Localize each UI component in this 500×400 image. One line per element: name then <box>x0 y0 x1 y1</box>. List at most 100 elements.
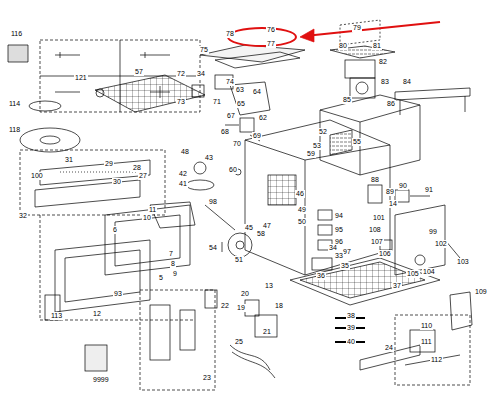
callout-number: 110 <box>420 322 433 330</box>
callout-number: 20 <box>240 290 250 298</box>
callout-number: 114 <box>8 100 21 108</box>
callout-number: 50 <box>297 218 307 226</box>
callout-number: 45 <box>244 224 254 232</box>
callout-number: 73 <box>176 98 186 106</box>
callout-number: 55 <box>352 138 362 146</box>
callout-number: 90 <box>398 182 408 190</box>
callout-number: 33 <box>334 252 344 260</box>
callout-number: 41 <box>178 180 188 188</box>
callout-number: 85 <box>342 96 352 104</box>
callout-number: 21 <box>262 328 272 336</box>
callout-number: 68 <box>220 128 230 136</box>
callout-number: 9 <box>172 270 178 278</box>
callout-number: 113 <box>50 312 63 320</box>
callout-number: 7 <box>168 250 174 258</box>
callout-number: 118 <box>8 126 21 134</box>
callout-number: 102 <box>434 240 448 248</box>
callout-number: 48 <box>180 148 190 156</box>
callout-number: 52 <box>318 128 328 136</box>
callout-number: 112 <box>430 356 443 364</box>
callout-number: 36 <box>316 272 326 280</box>
callout-number: 76 <box>266 26 276 34</box>
callout-number: 65 <box>236 100 246 108</box>
callout-number: 49 <box>297 206 307 214</box>
callout-number: 9999 <box>92 376 110 384</box>
callout-number: 72 <box>176 70 186 78</box>
callout-number: 80 <box>338 42 348 50</box>
callout-number: 46 <box>295 190 305 198</box>
callout-number: 29 <box>104 160 114 168</box>
callout-number: 11 <box>148 206 157 214</box>
callout-number: 59 <box>306 150 316 158</box>
callout-number: 83 <box>380 78 390 86</box>
callout-number: 53 <box>312 142 322 150</box>
callout-number: 74 <box>225 78 235 86</box>
callout-number: 105 <box>406 270 420 278</box>
callout-number: 100 <box>30 172 44 180</box>
callout-number: 121 <box>74 74 88 82</box>
callout-number: 54 <box>208 244 218 252</box>
callout-number: 62 <box>258 114 268 122</box>
callout-number: 51 <box>234 256 244 264</box>
callout-number: 109 <box>474 288 488 296</box>
callout-number: 37 <box>392 282 402 290</box>
callout-number: 86 <box>386 100 396 108</box>
callout-number: 106 <box>378 250 392 258</box>
callout-number: 22 <box>220 302 230 310</box>
callout-number: 14 <box>388 200 398 208</box>
callout-number: 60 <box>228 166 238 174</box>
callout-number: 108 <box>368 226 382 234</box>
callout-number: 88 <box>370 176 380 184</box>
callout-number: 79 <box>352 24 362 32</box>
callout-number: 39 <box>346 324 356 332</box>
callout-number: 89 <box>385 188 395 196</box>
callout-number: 34 <box>196 70 206 78</box>
callout-number: 77 <box>266 40 276 48</box>
callout-number: 43 <box>204 154 214 162</box>
callout-number: 19 <box>236 304 246 312</box>
callout-number: 10 <box>142 214 152 222</box>
callout-number: 81 <box>372 42 382 50</box>
callout-number: 13 <box>264 282 274 290</box>
callout-number: 57 <box>134 68 144 76</box>
callout-number: 18 <box>274 302 284 310</box>
callout-number: 47 <box>262 222 272 230</box>
callout-number: 101 <box>372 214 386 222</box>
callout-number: 75 <box>199 46 209 54</box>
callout-number: 111 <box>420 338 433 346</box>
callout-number: 34 <box>328 244 338 252</box>
callout-number: 95 <box>334 226 344 234</box>
callout-number: 28 <box>132 164 142 172</box>
callout-number: 25 <box>234 338 244 346</box>
callout-number: 32 <box>18 212 28 220</box>
callout-number: 24 <box>384 344 394 352</box>
callout-number: 12 <box>92 310 102 318</box>
callout-number: 107 <box>370 238 384 246</box>
callout-number: 82 <box>378 58 388 66</box>
callout-number: 71 <box>212 98 222 106</box>
callout-number: 8 <box>170 260 176 268</box>
callout-number: 23 <box>202 374 212 382</box>
callout-number: 35 <box>340 262 350 270</box>
callout-number: 93 <box>113 290 123 298</box>
callout-number: 5 <box>158 274 164 282</box>
callout-number: 84 <box>402 78 412 86</box>
callout-number: 99 <box>428 228 438 236</box>
callout-number: 103 <box>456 258 470 266</box>
callout-number: 78 <box>225 30 235 38</box>
callout-number: 27 <box>138 172 148 180</box>
callout-number: 98 <box>208 198 218 206</box>
callout-number: 64 <box>252 88 262 96</box>
callout-number: 70 <box>232 140 242 148</box>
callout-number: 67 <box>226 112 236 120</box>
callout-number: 42 <box>178 170 188 178</box>
callout-number: 69 <box>252 132 262 140</box>
callout-number: 63 <box>235 86 245 94</box>
callout-number: 38 <box>346 312 356 320</box>
callout-number: 116 <box>10 30 23 38</box>
callout-number: 6 <box>112 226 118 234</box>
callout-number: 104 <box>422 268 436 276</box>
callout-number: 30 <box>112 178 122 186</box>
callout-number: 91 <box>424 186 434 194</box>
